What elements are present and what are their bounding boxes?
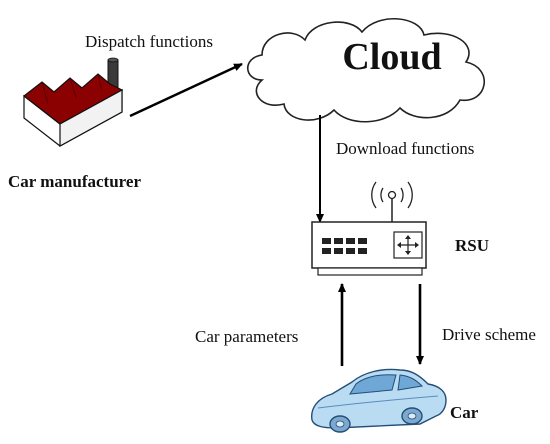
- download-label: Download functions: [336, 139, 474, 158]
- car-icon: [311, 368, 447, 433]
- router-icon: [311, 181, 427, 276]
- drive-scheme-label: Drive scheme: [442, 325, 536, 344]
- manufacturer-label: Car manufacturer: [8, 172, 141, 191]
- cloud-label: Cloud: [342, 36, 441, 78]
- car-label: Car: [450, 403, 479, 422]
- dispatch-label: Dispatch functions: [85, 32, 213, 51]
- car-parameters-label: Car parameters: [195, 327, 298, 346]
- factory-icon: [23, 57, 124, 148]
- dispatch-arrow: [129, 62, 243, 118]
- rsu-label: RSU: [455, 236, 489, 255]
